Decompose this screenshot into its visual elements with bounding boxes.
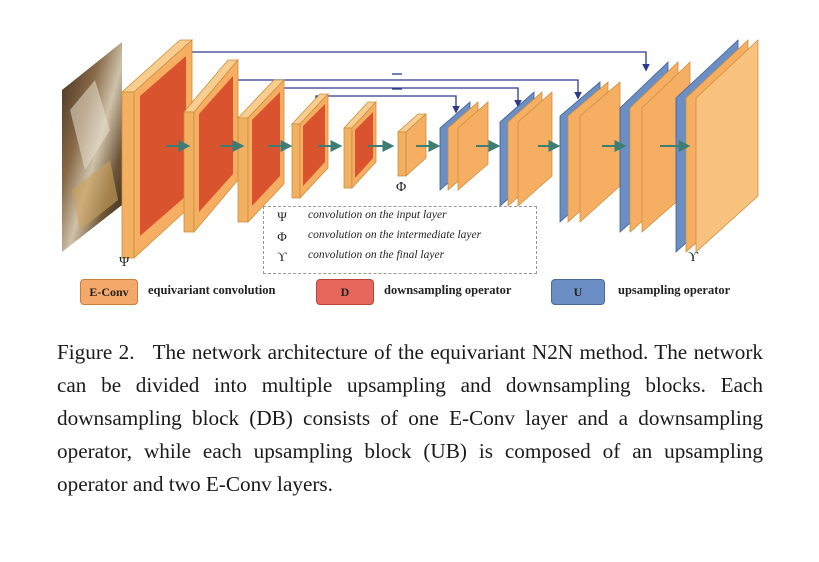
upsample-key-label: upsampling operator: [618, 283, 731, 297]
legend-text: convolution on the input layer: [308, 209, 447, 221]
econv-key-label: equivariant convolution: [148, 283, 276, 297]
legend-item-input: Ψ convolution on the input layer: [264, 209, 534, 229]
legend-text: convolution on the final layer: [308, 249, 445, 261]
legend-symbol: ϒ: [277, 249, 287, 264]
upsample-key-badge: U: [551, 279, 605, 305]
skip-connections: [167, 51, 650, 114]
figure-caption: Figure 2. The network architecture of th…: [57, 336, 763, 501]
caption-label: Figure 2.: [57, 340, 135, 364]
symbol-legend: Ψ convolution on the input layer Φ convo…: [263, 206, 537, 274]
downsample-key-badge: D: [316, 279, 374, 305]
legend-text: convolution on the intermediate layer: [308, 229, 482, 241]
middle-symbol: Φ: [396, 180, 407, 195]
input-symbol: Ψ: [119, 255, 130, 270]
legend-item-intermediate: Φ convolution on the intermediate layer: [264, 229, 534, 249]
input-image: [62, 42, 122, 252]
legend-item-final: ϒ convolution on the final layer: [264, 249, 534, 269]
econv-key-badge: E-Conv: [80, 279, 138, 305]
architecture-diagram: [62, 39, 759, 259]
caption-text: The network architecture of the equivari…: [57, 340, 763, 496]
encoder-blocks: [120, 39, 428, 259]
final-symbol: ϒ: [688, 250, 699, 265]
legend-symbol: Ψ: [277, 209, 287, 224]
downsample-key-label: downsampling operator: [384, 283, 512, 297]
legend-symbol: Φ: [277, 229, 287, 244]
